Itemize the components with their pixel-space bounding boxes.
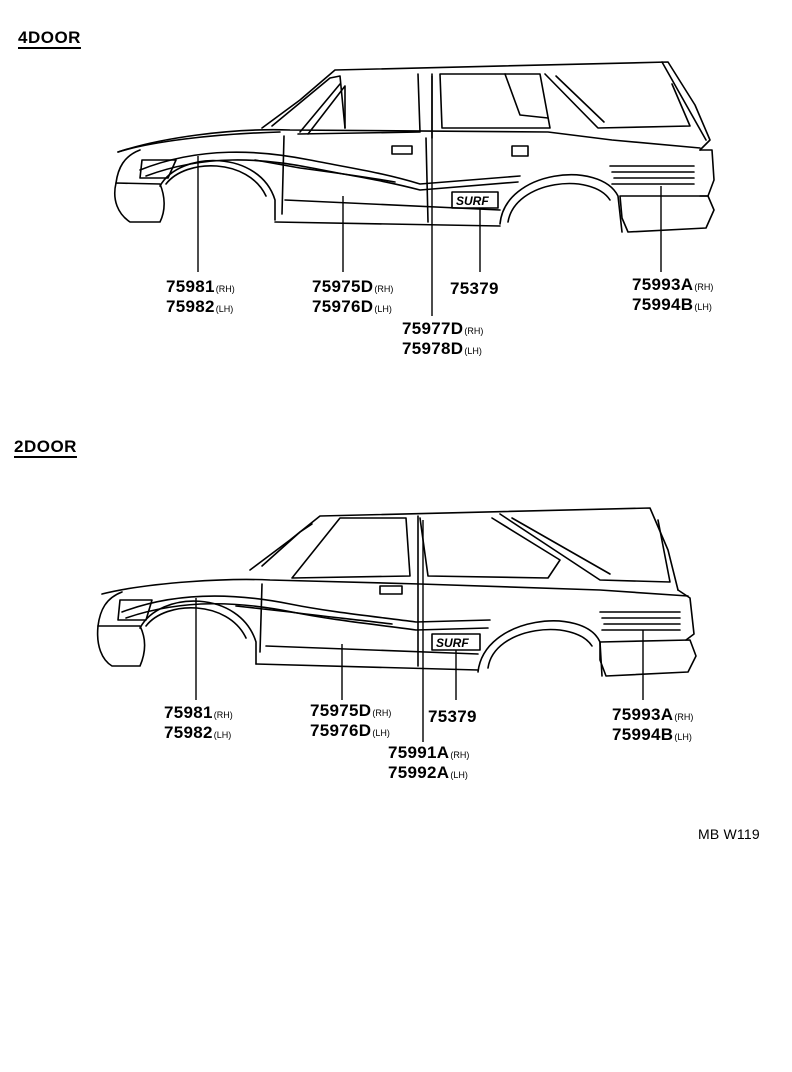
surf-emblem-4door: SURF (456, 194, 489, 208)
part-label-75975d-4door: 75975D(RH) 75976D(LH) (312, 277, 394, 316)
part-label-75991a-2door: 75991A(RH) 75992A(LH) (388, 743, 470, 782)
part-label-75981-2door: 75981(RH) 75982(LH) (164, 703, 233, 742)
part-label-75379-4door: 75379 (450, 279, 499, 298)
surf-emblem-2door: SURF (436, 636, 469, 650)
part-label-75975d-2door: 75975D(RH) 75976D(LH) (310, 701, 392, 740)
section-title-2door: 2DOOR (14, 437, 77, 456)
drawing-code: MB W119 (698, 826, 760, 842)
vehicle-illustration-4door: SURF (114, 61, 715, 316)
section-title-4door: 4DOOR (18, 28, 81, 47)
part-label-75379-2door: 75379 (428, 707, 477, 726)
part-label-75993a-4door: 75993A(RH) 75994B(LH) (632, 275, 714, 314)
part-label-75993a-2door: 75993A(RH) 75994B(LH) (612, 705, 694, 744)
vehicle-illustration-2door: SURF (96, 507, 697, 742)
part-label-75981-4door: 75981(RH) 75982(LH) (166, 277, 235, 316)
part-label-75977d-4door: 75977D(RH) 75978D(LH) (402, 319, 484, 358)
